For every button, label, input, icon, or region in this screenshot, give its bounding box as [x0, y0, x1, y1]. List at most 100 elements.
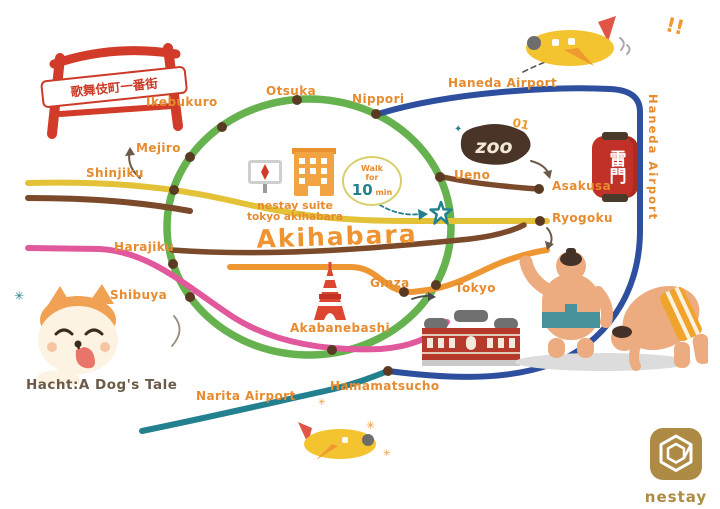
dog-face [38, 306, 118, 374]
sobu-line-yellow [25, 179, 550, 224]
walk-arrowhead-icon [418, 209, 428, 220]
ginza-line-orange [227, 247, 550, 296]
station-label-otsuka: Otsuka [266, 84, 317, 98]
walk-note-mid: for [365, 172, 379, 182]
station-dot-ikebukuro [217, 122, 227, 132]
sumo-left-arm-raised [519, 255, 555, 297]
dog-body [36, 370, 80, 386]
station-dot-nippori [371, 109, 381, 119]
station-dot-harajiku [168, 259, 178, 269]
brown-line-cross [169, 222, 527, 256]
ryogoku-arrowhead-icon [545, 241, 554, 250]
hotel-illustration [248, 148, 336, 196]
sparkle-orange-decoration-2: ✳ [383, 449, 391, 459]
sumo-left-leg2 [577, 338, 594, 358]
sumo-right-leg2 [692, 333, 708, 365]
airplane-bottom-illustration [298, 422, 376, 460]
nestay-logo-text: nestay [644, 488, 708, 506]
sumo-right-arm [629, 341, 641, 371]
kabukicho-gate-illustration: 歌舞伎町一番街 [40, 43, 188, 139]
zoo-sign-text: zoo [474, 136, 512, 158]
station-label-asakusa: Asakusa [552, 179, 612, 193]
station-dot-shinjiku [169, 185, 179, 195]
dog-nose [74, 340, 82, 348]
station-label-akihabara: Akihabara [255, 219, 419, 254]
station-dots [168, 95, 545, 376]
station-label-shibuya: Shibuya [110, 288, 168, 302]
station-label-tokyo: Tokyo [455, 281, 496, 295]
dog-eye-right [84, 328, 104, 336]
dog-tongue [75, 347, 95, 369]
sumo-left-leg1 [548, 338, 565, 358]
plane2-body [304, 429, 376, 459]
station-label-haneda-airport-vertical: Haneda Airport [646, 94, 660, 222]
tower-stripes [314, 276, 346, 306]
yamanote-loop-line [163, 95, 455, 359]
station-base [422, 360, 520, 366]
plane2-window1 [342, 437, 348, 443]
airplane-top-illustration [526, 16, 631, 66]
plane-tail-fin [598, 16, 616, 42]
dog-caption: Hacht:A Dog's Tale [26, 377, 178, 393]
dog-blush-left [47, 342, 57, 352]
station-dot-akabanebashi [327, 345, 337, 355]
plane2-wing [316, 444, 338, 460]
station-dot-ryogoku [535, 216, 545, 226]
airport-line-blue [375, 85, 643, 380]
station-label-mejiro: Mejiro [136, 141, 181, 155]
station-windows [427, 336, 515, 350]
zoo-number-text: 01 [511, 116, 530, 133]
station-left-dome [424, 318, 448, 330]
lantern-bottom-band [602, 194, 628, 202]
plane-window2 [568, 38, 575, 45]
plane-wing [564, 48, 594, 66]
gate-banner-panel [40, 66, 188, 108]
station-label-ikebukuro: Ikebukuro [146, 95, 218, 109]
hotel-sign-needle-icon [261, 164, 269, 180]
station-dot-ginza [399, 287, 409, 297]
station-label-ginza: Ginza [370, 276, 410, 290]
logo-hex-link [682, 443, 693, 459]
station-label-haneda-airport: Haneda Airport [448, 76, 558, 90]
nestay-logo-icon [650, 428, 702, 480]
station-dot-tokyo [431, 280, 441, 290]
hotel-name-line1: nestay suite [256, 199, 334, 212]
brown-line-asakusa [440, 174, 542, 192]
sumo-left-topknot [566, 248, 576, 255]
oedo-line-pink [25, 245, 450, 353]
hotel-roof [292, 148, 336, 154]
station-label-akabanebashi: Akabanebashi [290, 321, 391, 335]
sumo-left-arm-down [592, 286, 613, 328]
shiba-dog-illustration [36, 284, 118, 386]
station-label-shinjiku: Shinjiku [86, 166, 144, 180]
walk-note-number: 10 [351, 180, 373, 199]
gate-banner: 歌舞伎町一番街 [40, 66, 188, 108]
station-dot-hamamatsucho [383, 366, 393, 376]
zoo-sparkle-icon: ✦ [454, 124, 462, 135]
tower-arch [324, 313, 336, 320]
logo-tile [650, 428, 702, 480]
walk-note-unit: min [375, 187, 393, 197]
station-label-nippori: Nippori [352, 92, 405, 106]
sumo-shadow [515, 353, 691, 371]
plane-nose-window [527, 36, 541, 50]
sparkle-orange-decoration-3: ✳ [318, 398, 326, 408]
sumo-right [611, 285, 708, 371]
tokyo-station-illustration [422, 310, 520, 366]
tower-deck [319, 294, 341, 299]
logo-hex-inner [666, 442, 686, 464]
walk-note-prefix: Walk [361, 163, 383, 173]
hotel-name-line2: tokyo akihabara [246, 211, 344, 223]
asakusa-arrowhead-icon [543, 170, 552, 179]
nestay-logo: nestay [638, 426, 714, 506]
station-label-ryogoku: Ryogoku [552, 211, 613, 225]
station-label-harajiku: Harajiku [114, 240, 175, 254]
sparkle-teal-decoration: ✳ [14, 289, 25, 303]
squiggle-doodle [171, 315, 181, 347]
hotel-star-icon [429, 200, 453, 225]
kaminarimon-lantern-illustration: 雷門 [592, 132, 638, 202]
station-trim-top [422, 334, 520, 336]
station-trim-bottom [422, 352, 520, 354]
